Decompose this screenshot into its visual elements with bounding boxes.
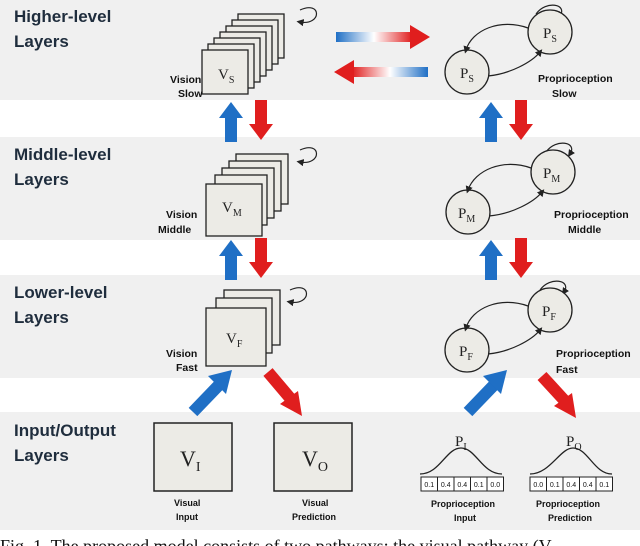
- vision-up-arrow-2: [219, 240, 243, 280]
- band-label-middle-2: Layers: [14, 170, 69, 189]
- vision-up-arrow-1: [219, 102, 243, 142]
- proprio-input-cell-value: 0.0: [490, 482, 500, 489]
- proprio-prediction-down-arrow: [537, 371, 576, 418]
- proprio-input-label-1: Proprioception: [431, 499, 495, 509]
- visual-prediction-symbol: VO: [302, 446, 328, 475]
- proprio-input-cell-value: 0.4: [441, 482, 451, 489]
- proprio-prediction-cell-value: 0.1: [550, 482, 560, 489]
- visual-prediction-down-arrow: [263, 368, 302, 416]
- proprio-fast-symbol-a: PF: [542, 304, 556, 323]
- proprio-fast-label-2: Fast: [556, 364, 578, 376]
- proprio-slow-symbol-a: PS: [543, 26, 557, 45]
- proprio-prediction-label-2: Prediction: [548, 513, 592, 523]
- proprio-prediction-cell: [595, 476, 613, 492]
- vision-fast-label-1: Vision: [166, 348, 197, 360]
- proprio-up-arrow-1: [479, 102, 503, 142]
- cross-arrow-left: [334, 60, 428, 84]
- vision-slow-label-2: Slow: [178, 88, 203, 100]
- vision-middle-symbol: VM: [222, 200, 242, 219]
- band-lower: [0, 275, 640, 378]
- band-label-io-2: Layers: [14, 446, 69, 465]
- proprio-prediction-label-1: Proprioception: [536, 499, 600, 509]
- vision-middle-label-2: Middle: [158, 224, 191, 236]
- band-label-lower-1: Lower-level: [14, 283, 108, 302]
- vision-down-arrow-2: [249, 238, 273, 278]
- proprio-input-symbol: PI: [455, 434, 467, 453]
- proprio-up-arrow-2: [479, 240, 503, 280]
- proprio-middle-symbol-a: PM: [543, 166, 560, 185]
- proprio-prediction-symbol: PO: [566, 434, 582, 453]
- visual-input-symbol: VI: [180, 446, 201, 475]
- proprio-prediction-cells: 0.0 0.1 0.4 0.4 0.1: [529, 476, 613, 492]
- vision-down-arrow-1: [249, 100, 273, 140]
- vision-fast-label-2: Fast: [176, 362, 198, 374]
- band-label-io-1: Input/Output: [14, 421, 116, 440]
- band-label-middle-1: Middle-level: [14, 145, 111, 164]
- proprio-prediction-cell-value: 0.4: [566, 482, 576, 489]
- proprio-fast-symbol-b: PF: [459, 344, 473, 363]
- proprio-slow-group: PS PS: [444, 4, 573, 95]
- vision-middle-stack: VM: [205, 147, 317, 237]
- proprio-input-cells: 0.1 0.4 0.4 0.1 0.0: [420, 476, 504, 492]
- visual-prediction-label-1: Visual: [302, 498, 328, 508]
- vision-fast-stack: VF: [205, 287, 307, 367]
- vision-middle-label-1: Vision: [166, 209, 197, 221]
- proprio-input-label-2: Input: [454, 513, 476, 523]
- band-label-lower-2: Layers: [14, 308, 69, 327]
- proprio-down-arrow-2: [509, 238, 533, 278]
- visual-prediction-box: [273, 422, 353, 492]
- proprio-slow-label-1: Proprioception: [538, 73, 613, 85]
- proprio-input-cell: [486, 476, 504, 492]
- proprio-slow-symbol-b: PS: [460, 66, 474, 85]
- visual-input-up-arrow: [188, 370, 232, 417]
- proprio-fast-group: PF PF: [444, 280, 573, 373]
- vision-fast-symbol: VF: [226, 331, 243, 350]
- visual-input-label-1: Visual: [174, 498, 200, 508]
- vision-slow-stack: VS: [201, 7, 317, 95]
- proprio-middle-group: PM PM: [445, 142, 576, 235]
- vision-slow-label-1: Vision: [170, 74, 201, 86]
- proprio-input-cell-value: 0.1: [424, 482, 434, 489]
- proprio-middle-label-2: Middle: [568, 224, 601, 236]
- cross-arrow-right: [336, 25, 430, 49]
- proprio-down-arrow-1: [509, 100, 533, 140]
- proprio-slow-label-2: Slow: [552, 88, 577, 100]
- vision-slow-symbol: VS: [218, 67, 234, 86]
- proprio-prediction-cell-value: 0.0: [533, 482, 543, 489]
- visual-prediction-label-2: Prediction: [292, 512, 336, 522]
- band-middle: [0, 137, 640, 240]
- visual-input-label-2: Input: [176, 512, 198, 522]
- proprio-input-cell-value: 0.4: [457, 482, 467, 489]
- proprio-fast-label-1: Proprioception: [556, 348, 631, 360]
- proprio-prediction-cell-value: 0.1: [599, 482, 609, 489]
- band-label-higher-1: Higher-level: [14, 7, 111, 26]
- proprio-middle-label-1: Proprioception: [554, 209, 629, 221]
- proprio-prediction-cell-value: 0.4: [583, 482, 593, 489]
- proprio-prediction-curve: [529, 447, 613, 475]
- proprio-input-cell-value: 0.1: [474, 482, 484, 489]
- proprio-input-up-arrow: [463, 370, 507, 417]
- proprio-input-curve: [419, 447, 503, 475]
- band-label-higher-2: Layers: [14, 32, 69, 51]
- visual-input-box: [153, 422, 233, 492]
- figure-caption: Fig. 1. The proposed model consists of t…: [0, 536, 552, 546]
- proprio-middle-symbol-b: PM: [458, 206, 475, 225]
